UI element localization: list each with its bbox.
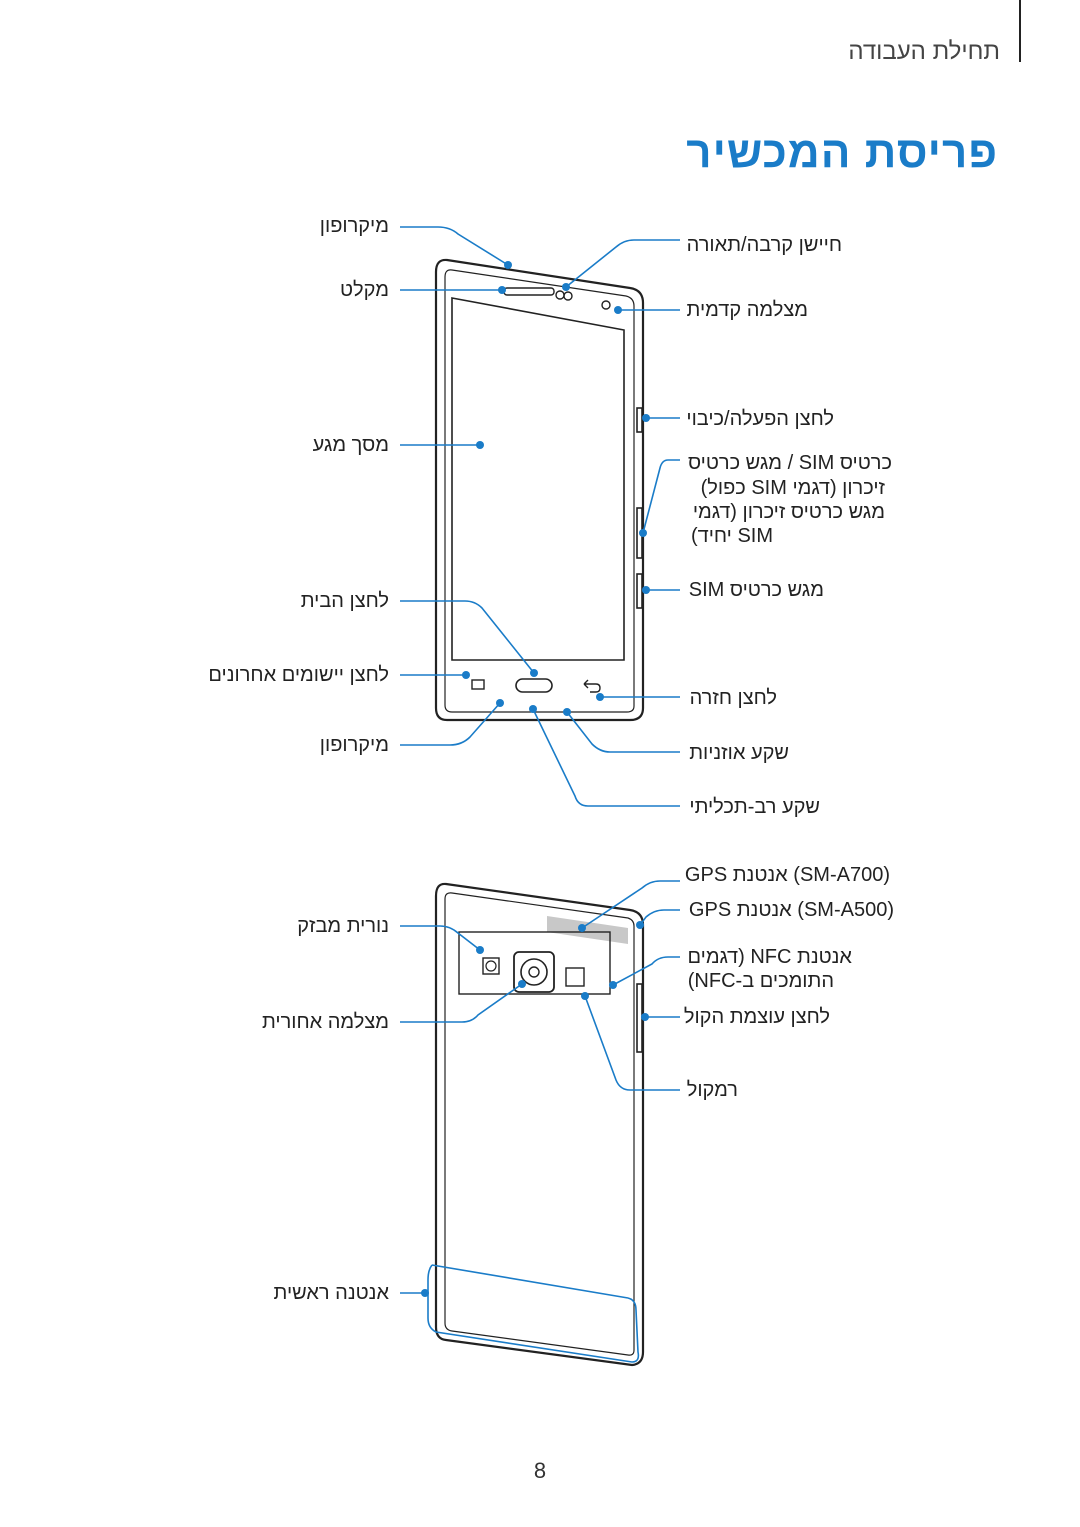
dot-headset	[563, 708, 571, 716]
label-rear-speaker: רמקול	[686, 1079, 738, 1101]
flash-lens	[485, 960, 497, 972]
label-multipurpose-jack: שקע רב-תכליתי	[689, 796, 820, 818]
label-main-antenna: אנטנה ראשית	[273, 1282, 389, 1304]
dot-speaker	[498, 286, 506, 294]
label-nfc-line-1: אנטנת NFC (דגמים	[687, 946, 852, 968]
dot-power	[642, 414, 650, 422]
dot-home	[530, 669, 538, 677]
front-screen	[451, 297, 625, 661]
dot-recent	[462, 671, 470, 679]
home-key-shape	[515, 678, 553, 693]
dot-multipurpose	[529, 705, 537, 713]
label-nfc-line-2: התומכים ב-NFC)	[687, 970, 834, 992]
label-sim-line-1: כרטיס SIM / מגש כרטיס	[687, 452, 892, 474]
label-proximity-sensor: חיישן קרבה/תאורה	[686, 234, 842, 256]
page-title: פריסת המכשיר	[686, 128, 998, 177]
dot-sim-memory	[639, 529, 647, 537]
dot-touchscreen	[476, 441, 484, 449]
proximity-sensor-left	[555, 290, 565, 300]
dot-flash	[476, 946, 484, 954]
rear-camera-outline	[513, 951, 555, 993]
label-flash: נורית מבזק	[297, 915, 389, 937]
back-phone-body	[434, 882, 645, 1367]
flash-outline	[482, 957, 500, 975]
label-touchscreen: מסך מגע	[312, 434, 389, 456]
label-microphone-top: מיקרופון	[319, 215, 389, 237]
label-sim-line-2: זיכרון (דגמי SIM כפול)	[700, 477, 885, 499]
dot-front-camera	[614, 306, 622, 314]
label-recent-apps-key: לחצן יישומים אחרונים	[208, 664, 389, 686]
callout-dots	[421, 261, 650, 1297]
gps-antenna-band	[547, 916, 628, 944]
label-power-key: לחצן הפעלה/כיבוי	[686, 408, 834, 430]
dot-gps-a700	[578, 924, 586, 932]
rear-camera-lens	[528, 966, 540, 978]
dot-nfc	[609, 981, 617, 989]
label-gps-a500: (SM-A500) אנטנת GPS	[688, 899, 894, 921]
front-camera-lens	[601, 300, 611, 310]
label-receiver: מקלט	[340, 279, 389, 301]
label-sim-tray: מגש כרטיס SIM	[688, 579, 824, 601]
dot-proximity	[562, 283, 570, 291]
dot-gps-a500	[636, 921, 644, 929]
sim-tray-bottom-shape	[636, 573, 643, 609]
rear-camera-ring	[520, 958, 548, 986]
front-speaker-grille	[503, 287, 555, 296]
power-key-shape	[636, 407, 643, 433]
back-key-shape	[583, 679, 601, 693]
front-phone-body	[434, 258, 645, 722]
dot-sim-tray	[642, 586, 650, 594]
speaker-outline	[565, 967, 585, 987]
dot-back-key	[596, 693, 604, 701]
dot-rear-camera	[518, 980, 526, 988]
dot-mic-bottom	[496, 699, 504, 707]
label-home-key: לחצן הבית	[300, 590, 389, 612]
label-sim-line-3: מגש כרטיס זיכרון (דגמי	[692, 501, 885, 523]
front-phone-inner-edge	[444, 269, 635, 713]
dot-rear-speaker	[581, 992, 589, 1000]
callout-lines	[400, 226, 680, 1363]
label-back-key: לחצן חזרה	[689, 687, 777, 709]
page-number: 8	[533, 1458, 547, 1483]
back-phone-inner-edge	[444, 892, 635, 1356]
proximity-sensor-right	[563, 291, 573, 301]
label-volume-key: לחצן עוצמת הקול	[683, 1006, 830, 1028]
label-headset-jack: שקע אוזניות	[689, 742, 789, 764]
label-sim-line-4: SIM יחיד)	[690, 525, 773, 547]
dot-mic-top	[504, 261, 512, 269]
header-divider	[1019, 0, 1021, 62]
label-gps-a700: (SM-A700) אנטנת GPS	[684, 864, 890, 886]
dot-volume	[641, 1013, 649, 1021]
camera-module-outline	[458, 931, 611, 995]
label-microphone-bottom: מיקרופון	[319, 734, 389, 756]
label-front-camera: מצלמה קדמית	[686, 299, 808, 321]
recent-apps-key-shape	[471, 679, 485, 690]
section-header: תחילת העבודה	[848, 38, 1000, 65]
label-rear-camera: מצלמה אחורית	[261, 1011, 389, 1033]
dot-main-antenna	[421, 1289, 429, 1297]
